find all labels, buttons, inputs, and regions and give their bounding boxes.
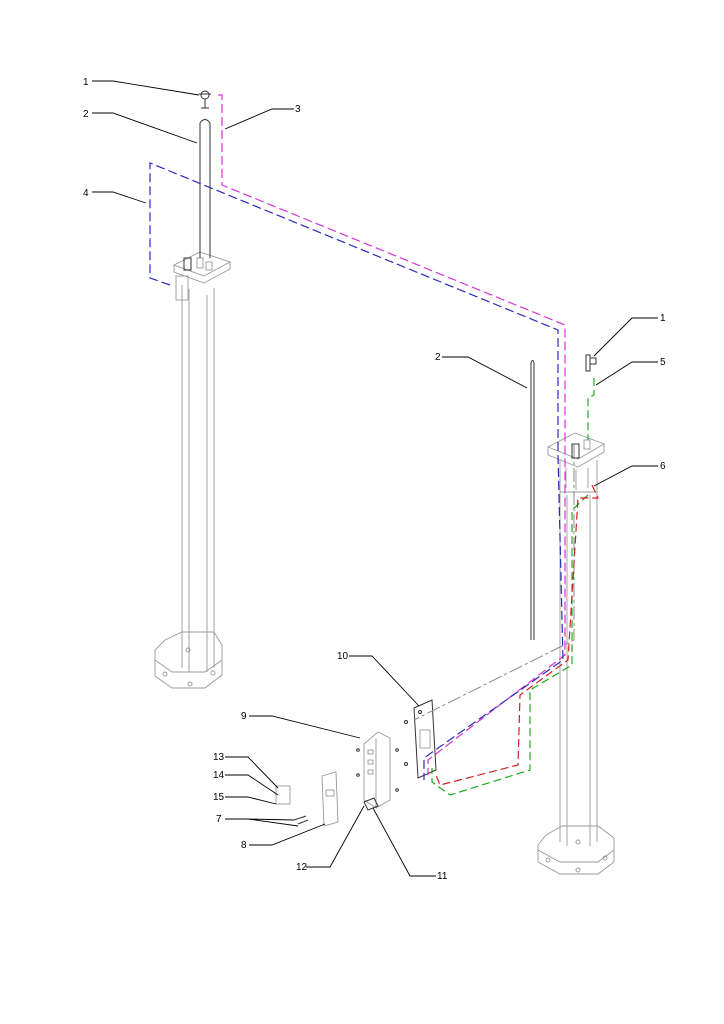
callout-labels: 1 2 3 4 1 5 2 6 10 9 13 14 15 7 8 12 11 xyxy=(83,77,666,882)
left-post xyxy=(154,90,232,689)
callout-6: 6 xyxy=(660,461,666,472)
cable-blue xyxy=(149,162,564,780)
cables xyxy=(149,94,599,796)
control-unit-group xyxy=(275,699,437,827)
callout-4: 4 xyxy=(83,188,89,199)
callout-2-right: 2 xyxy=(435,352,441,363)
callout-13: 13 xyxy=(213,752,225,763)
cable-gray xyxy=(413,445,575,721)
callout-1-left: 1 xyxy=(83,77,89,88)
callout-2-left: 2 xyxy=(83,109,89,120)
callout-8: 8 xyxy=(241,840,247,851)
callout-5: 5 xyxy=(660,357,666,368)
cable-green xyxy=(431,378,595,796)
antenna-rod xyxy=(530,360,535,640)
callout-7: 7 xyxy=(216,814,222,825)
leader-lines xyxy=(92,80,658,877)
callout-9: 9 xyxy=(241,711,247,722)
callout-15: 15 xyxy=(213,792,225,803)
callout-11: 11 xyxy=(437,871,448,882)
cable-red xyxy=(435,484,599,786)
callout-1-right: 1 xyxy=(660,313,666,324)
callout-3: 3 xyxy=(295,104,301,115)
callout-10: 10 xyxy=(337,651,349,662)
callout-14: 14 xyxy=(213,770,225,781)
right-post xyxy=(537,354,615,875)
callout-12: 12 xyxy=(296,862,308,873)
cable-magenta xyxy=(218,94,566,775)
